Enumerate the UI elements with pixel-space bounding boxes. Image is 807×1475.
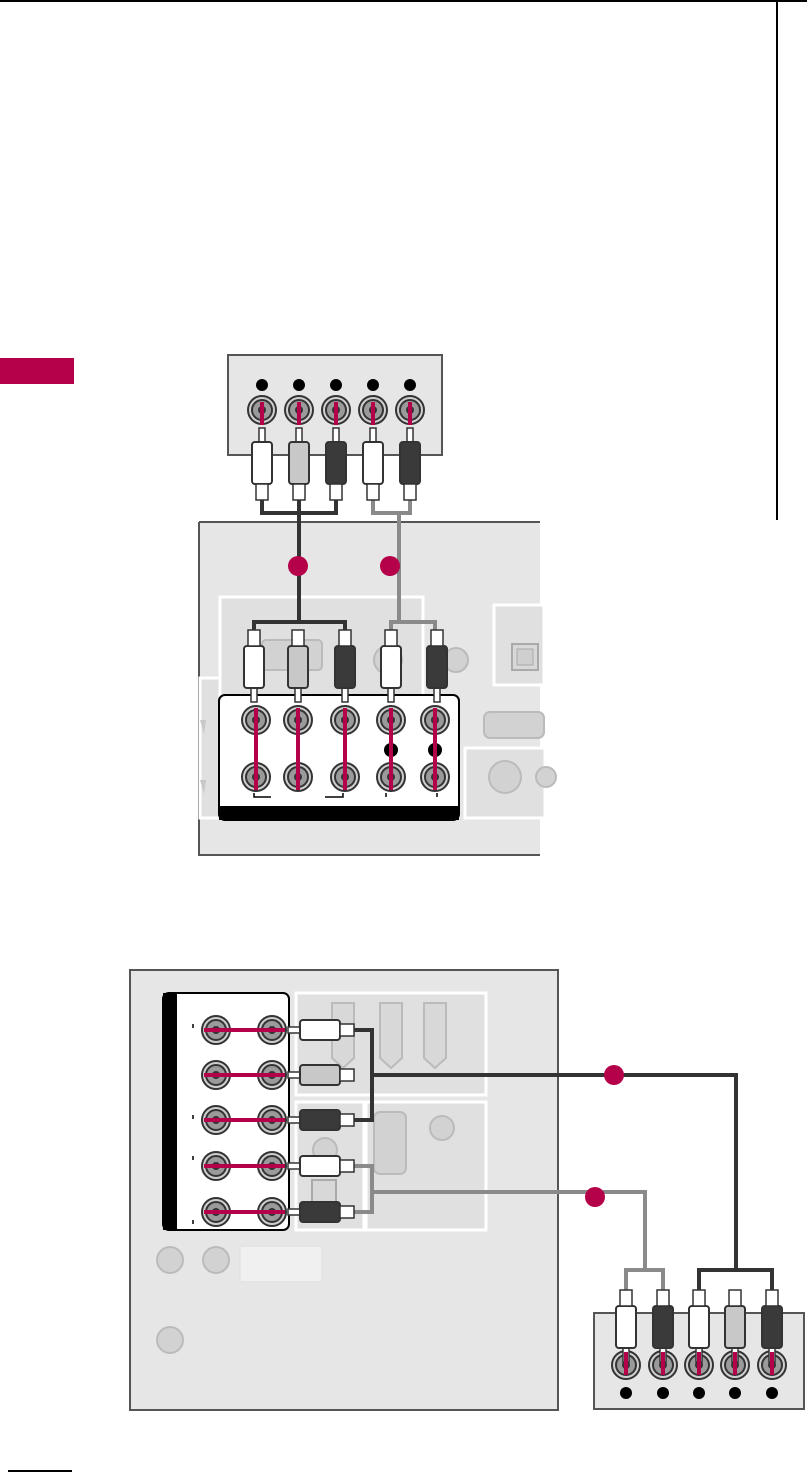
vga-port-icon [374,1112,406,1174]
svideo-port-icon [489,761,521,793]
step-marker-icon [380,556,400,576]
step-marker-icon [585,1187,605,1207]
step-marker-icon [288,556,308,576]
upper-diagram [199,355,556,855]
lower-diagram [130,970,804,1410]
optical-port-icon [312,1180,336,1204]
step-marker-icon [604,1065,624,1085]
